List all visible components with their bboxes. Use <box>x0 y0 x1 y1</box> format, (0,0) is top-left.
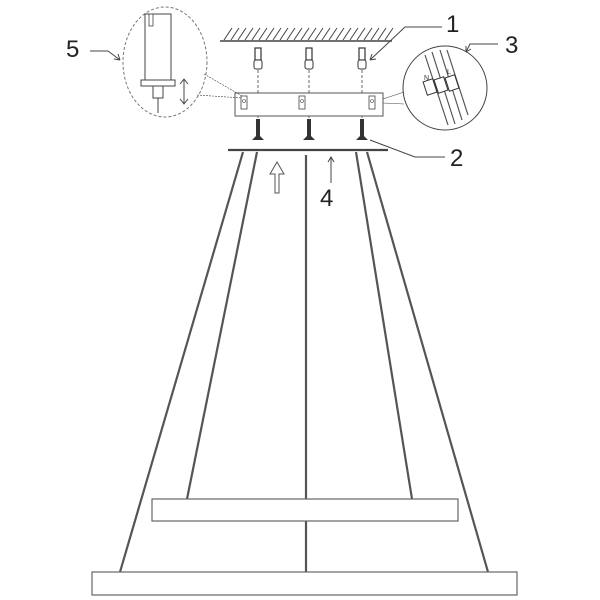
callout-1: 1 <box>446 11 459 38</box>
screw-1 <box>252 119 264 140</box>
leader-lines <box>90 26 498 183</box>
screw-3 <box>356 119 368 140</box>
screws <box>252 119 368 140</box>
small-ring <box>151 498 459 522</box>
cable-gripper-detail <box>122 6 243 118</box>
callout-5: 5 <box>66 36 79 63</box>
large-ring <box>91 571 518 596</box>
screw-2 <box>303 119 315 140</box>
mounting-bracket <box>234 92 384 117</box>
up-arrow-icon <box>269 161 285 194</box>
wall-anchor-1 <box>253 47 263 130</box>
wall-anchor-2 <box>304 47 314 130</box>
ceiling <box>220 27 394 42</box>
wall-anchors <box>253 47 367 130</box>
wall-anchor-3 <box>357 47 367 130</box>
terminal-label-l: L <box>447 69 451 76</box>
terminal-label-n: N <box>424 75 429 82</box>
callout-2: 2 <box>450 145 463 172</box>
terminal-block-detail: N L <box>382 45 488 131</box>
callout-4: 4 <box>320 185 333 212</box>
callout-3: 3 <box>505 32 518 59</box>
